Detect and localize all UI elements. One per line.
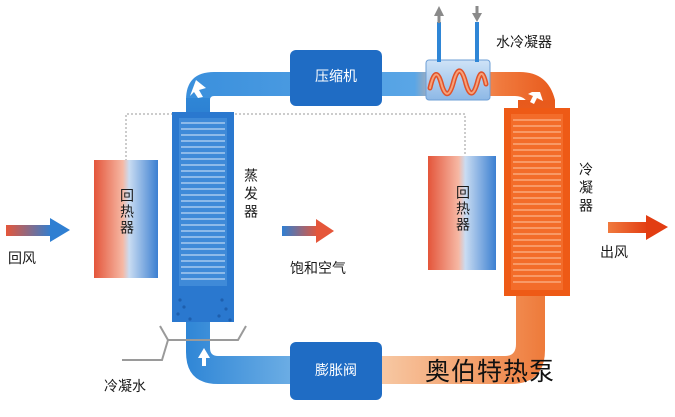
condensate-label: 冷凝水 [104, 379, 146, 395]
water-outlet-pipe [437, 22, 441, 62]
refrigerant-loop [186, 72, 555, 384]
return-air-arrow-icon [6, 218, 70, 242]
water-condenser-label: 水冷凝器 [496, 35, 552, 51]
outlet-air-label: 出风 [600, 245, 628, 261]
arrow-up-icon [434, 6, 444, 23]
flow-arrow-up-icon [198, 348, 210, 366]
condenser-label: 冷凝器 [577, 162, 593, 216]
compressor-box [290, 50, 382, 106]
recuperator-left-body [94, 160, 158, 278]
expansion-valve-box [290, 342, 382, 400]
evaporator-label: 蒸发器 [242, 168, 258, 222]
water-condenser [425, 22, 491, 101]
bottom-pipe [186, 290, 545, 384]
recuperator-right-label: 回热器 [454, 185, 470, 233]
evaporator-coil [172, 112, 234, 322]
saturated-air-label: 饱和空气 [290, 261, 346, 277]
expansion-valve-label: 膨胀阀 [315, 363, 357, 379]
arrow-down-icon [472, 6, 482, 22]
dotted-connector-lines [125, 113, 466, 165]
flow-arrow-up-left-icon [190, 80, 206, 98]
compressor-label: 压缩机 [315, 69, 357, 85]
recuperator-right-body [428, 156, 496, 270]
return-air-label: 回风 [8, 251, 36, 267]
saturated-air-arrow-icon [282, 219, 334, 243]
brand-watermark: 奥伯特热泵 [425, 357, 556, 386]
recuperator-left-label: 回热器 [118, 188, 134, 236]
flow-arrow-down-right-icon [528, 92, 543, 104]
drain-tray [122, 325, 247, 361]
water-inlet-pipe [475, 22, 479, 62]
condenser-coil [504, 108, 570, 296]
condensate-drops [176, 298, 232, 322]
outlet-air-arrow-icon [608, 215, 668, 240]
